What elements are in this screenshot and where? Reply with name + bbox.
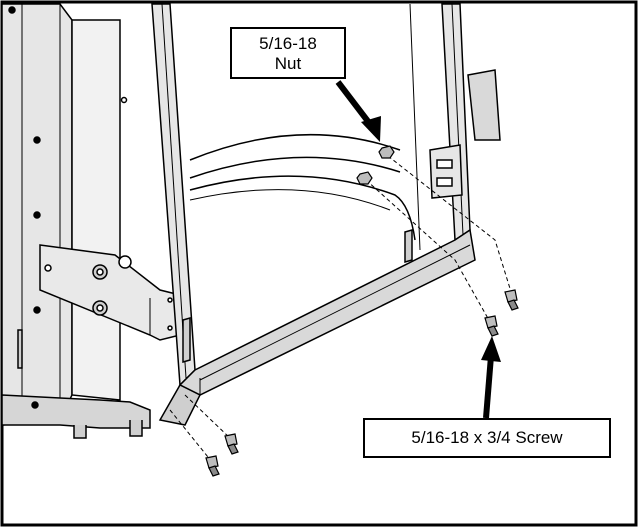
frame-assembly [151,3,501,426]
nut-callout-label: 5/16-18 Nut [230,27,346,79]
nut-callout-line1: 5/16-18 [259,34,317,53]
nut-arrow [335,80,381,142]
nut-callout-line2: Nut [274,54,302,73]
screw-arrow [481,336,501,419]
screw-callout-label: 5/16-18 x 3/4 Screw [363,418,611,458]
nut-hardware [356,145,395,185]
installation-guides [169,155,513,463]
screw-hardware [205,289,519,477]
left-upright [1,3,151,439]
